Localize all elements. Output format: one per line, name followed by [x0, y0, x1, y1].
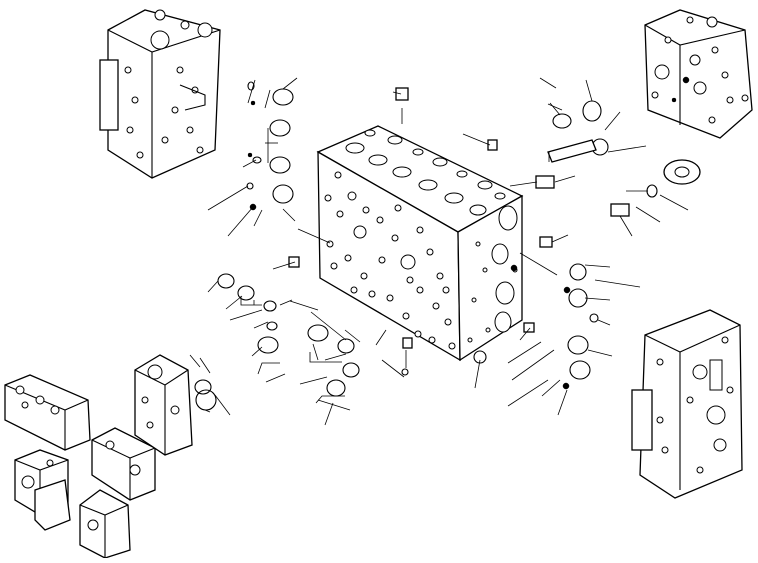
small-block-1 — [4, 374, 91, 451]
leader-lines — [189, 77, 689, 426]
small-block-4 — [91, 427, 156, 501]
plug-parts — [288, 87, 701, 349]
small-block-6 — [134, 354, 193, 456]
end-cover-top-right — [644, 9, 753, 139]
bracket-groups — [240, 142, 550, 404]
main-valve-block — [316, 125, 524, 362]
small-block-3 — [34, 479, 71, 531]
small-springs-and-pins — [247, 100, 571, 390]
small-block-5 — [79, 489, 131, 559]
end-cover-top-left — [99, 9, 221, 179]
end-cover-bottom-right — [631, 309, 743, 499]
